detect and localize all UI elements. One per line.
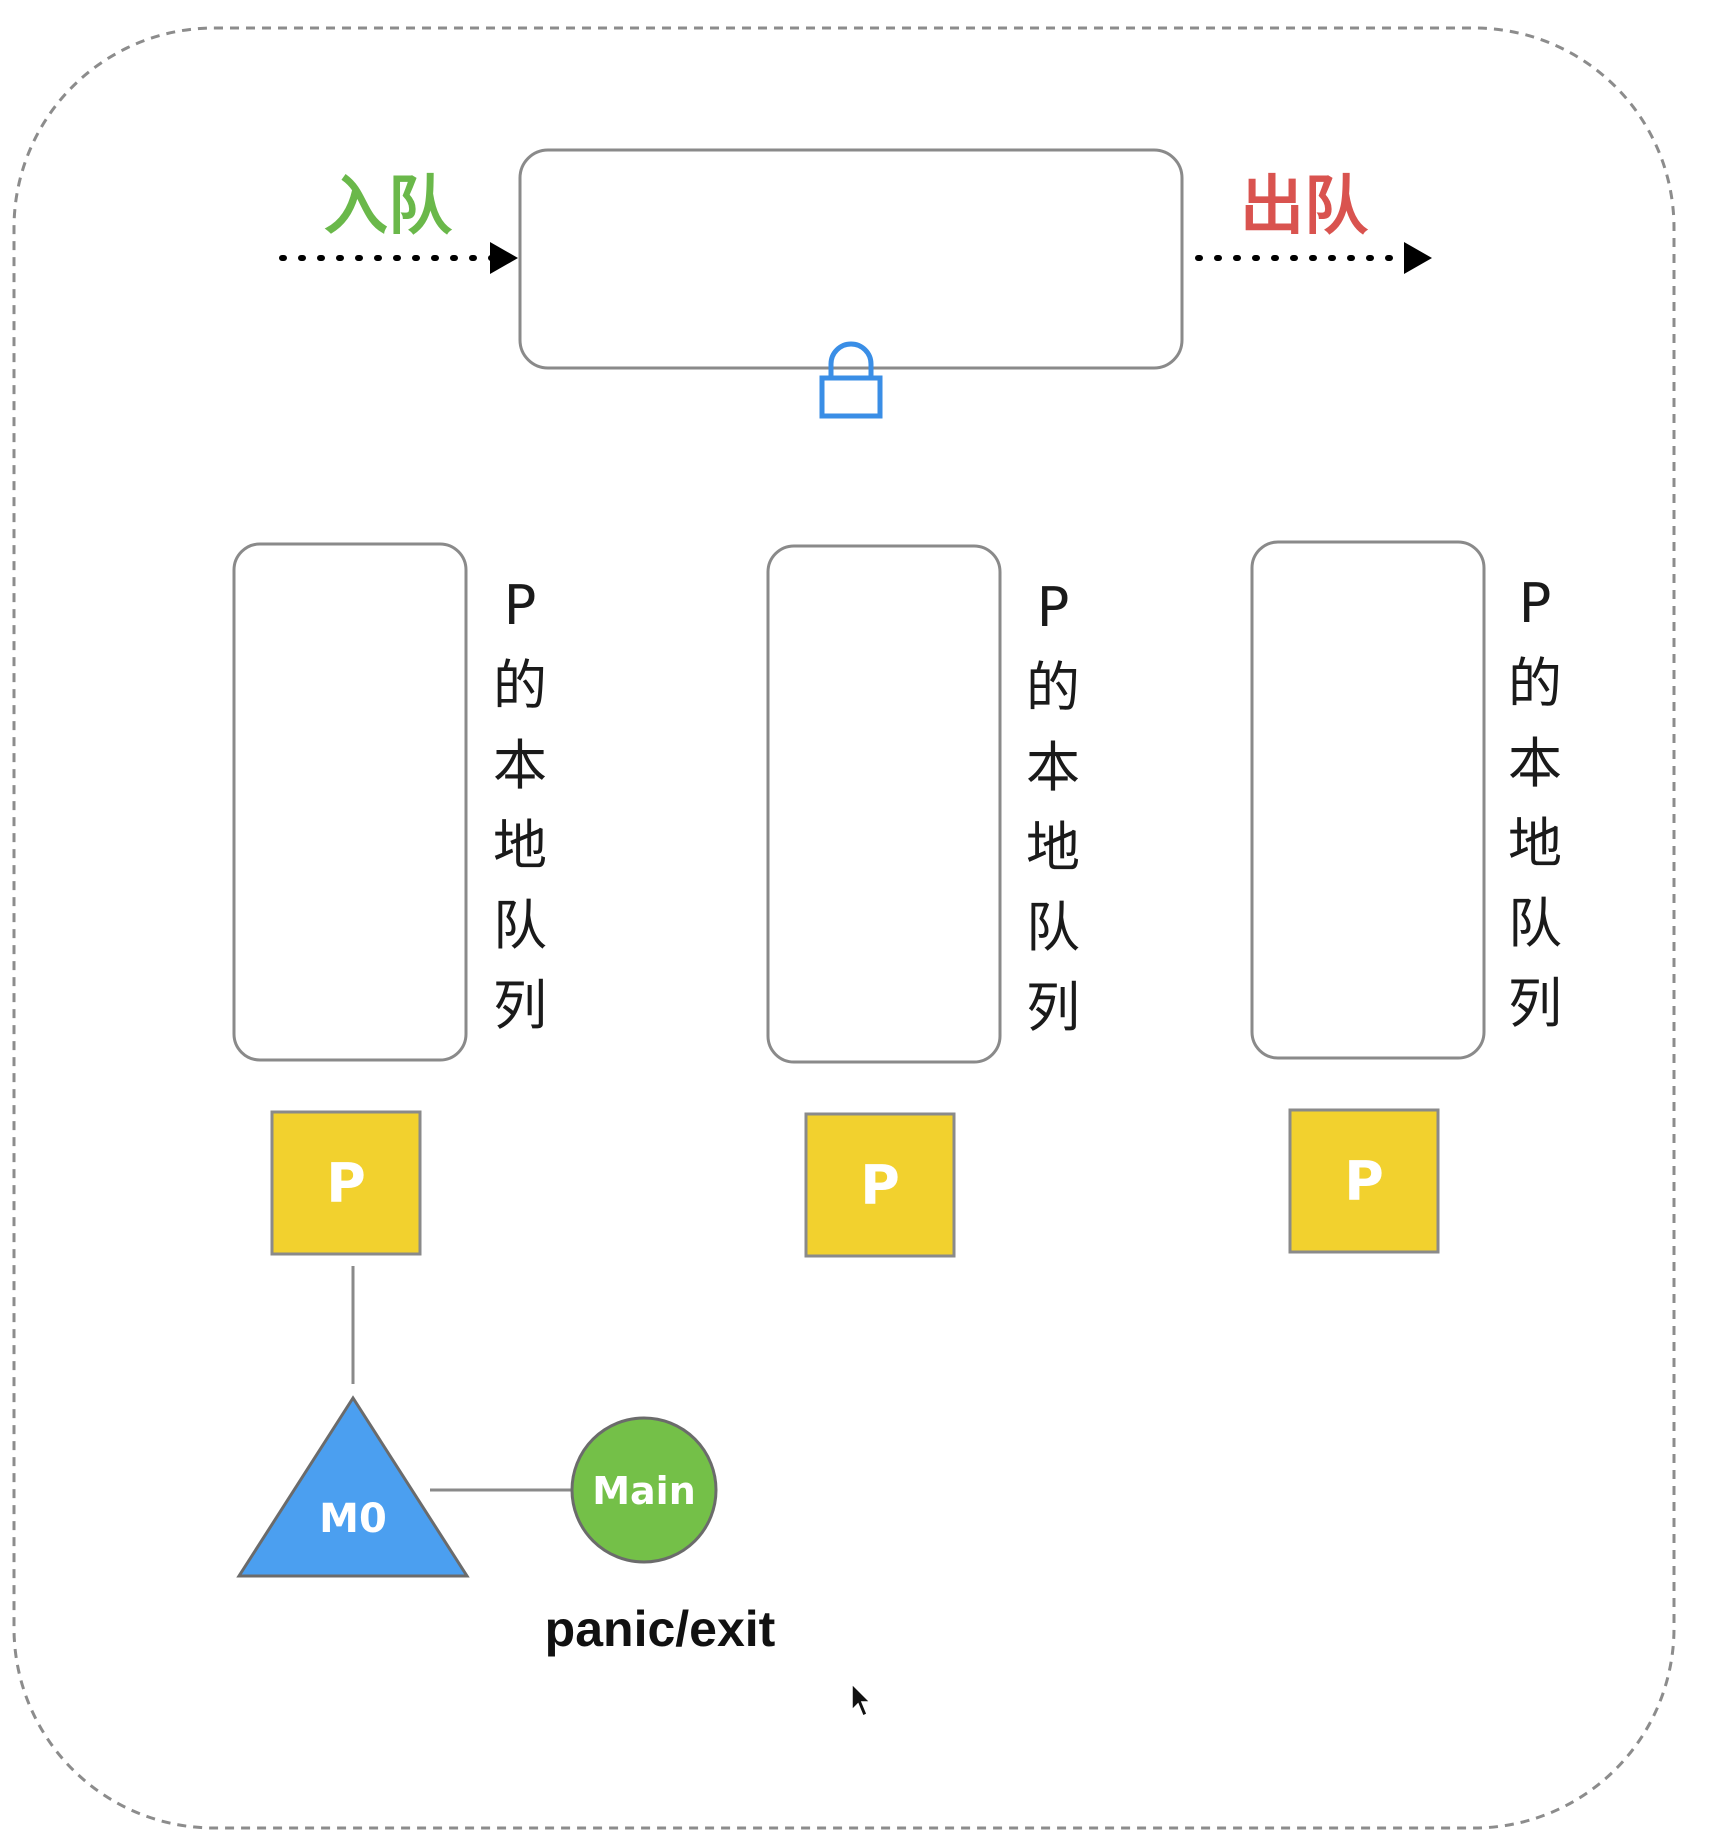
local-queue-label-1-char: 本 (493, 734, 547, 797)
local-queue-label-1-char: P (503, 574, 537, 637)
outer-dashed-frame (12, 26, 1676, 1830)
local-queue-label-3-char: 地 (1508, 812, 1562, 875)
local-queue-label-1: P 的 本 地 队 列 (485, 566, 555, 1046)
local-queue-label-2-char: 的 (1026, 656, 1080, 719)
local-queue-label-3: P 的 本 地 队 列 (1500, 564, 1570, 1044)
local-queue-label-2-char: 列 (1026, 976, 1080, 1039)
local-queue-label-3-char: 本 (1508, 732, 1562, 795)
local-queue-label-3-char: P (1518, 572, 1552, 635)
processor-1-label: P (326, 1152, 366, 1215)
processor-2: P (804, 1112, 956, 1258)
local-queue-label-3-char: 的 (1508, 652, 1562, 715)
enqueue-label: 入队 (324, 170, 453, 244)
cursor-icon (851, 1682, 872, 1718)
local-queue-label-2-char: P (1036, 576, 1070, 639)
local-queue-label-1-char: 地 (493, 814, 547, 877)
local-queue-box-3 (1250, 540, 1486, 1060)
global-queue-box (518, 148, 1184, 370)
local-queue-label-3-char: 队 (1508, 892, 1562, 955)
processor-3: P (1288, 1108, 1440, 1254)
processor-3-label: P (1344, 1150, 1384, 1213)
local-queue-box-2 (766, 544, 1002, 1064)
local-queue-label-1-char: 队 (493, 894, 547, 957)
processor-1: P (270, 1110, 422, 1256)
local-queue-label-2: P 的 本 地 队 列 (1018, 568, 1088, 1048)
local-queue-box-1 (232, 542, 468, 1062)
machine-m0-label: M0 (319, 1496, 387, 1542)
local-queue-label-2-char: 本 (1026, 736, 1080, 799)
dequeue-label: 出队 (1240, 170, 1369, 244)
machine-m0: M0 (236, 1395, 470, 1578)
local-queue-label-1-char: 列 (493, 974, 547, 1037)
enqueue-arrowhead (490, 242, 518, 274)
local-queue-label-1-char: 的 (493, 654, 547, 717)
processor-2-label: P (860, 1154, 900, 1217)
goroutine-main-label: Main (592, 1469, 696, 1513)
status-text: panic/exit (545, 1601, 776, 1657)
local-queue-label-2-char: 地 (1026, 816, 1080, 879)
goroutine-main: Main (570, 1416, 718, 1564)
local-queue-label-3-char: 列 (1508, 972, 1562, 1035)
lock-icon (819, 341, 883, 419)
local-queue-label-2-char: 队 (1026, 896, 1080, 959)
dequeue-arrowhead (1404, 242, 1432, 274)
